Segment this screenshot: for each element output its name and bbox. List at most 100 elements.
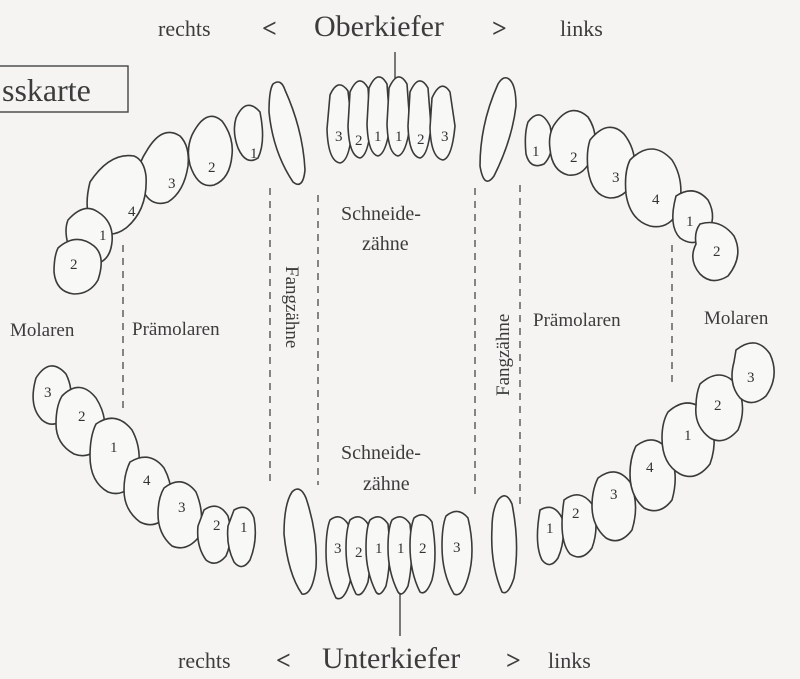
premolars-right-label: Prämolaren	[132, 319, 220, 340]
incisors-upper-label-2: zähne	[362, 233, 409, 255]
canines-left-label: Fangzähne	[493, 314, 514, 396]
upper-incisor-number: 1	[395, 129, 403, 145]
tooth	[591, 471, 637, 542]
incisors-lower-label-1: Schneide-	[341, 442, 421, 464]
lower-right-cheek-number: 1	[110, 440, 118, 456]
lower-left-canine	[490, 495, 518, 594]
lower-right-cheek-number: 4	[143, 473, 151, 489]
upper-incisors: 3 2 1 1 2 3	[326, 76, 456, 164]
upper-incisor-number: 1	[374, 129, 382, 145]
upper-incisor-number: 2	[355, 133, 363, 149]
tooth	[233, 104, 264, 162]
lower-left-cheek-number: 3	[610, 487, 618, 503]
tooth	[226, 506, 257, 568]
upper-left-canine	[479, 76, 517, 182]
lower-right-label: rechts	[178, 648, 231, 673]
upper-right-label: rechts	[158, 16, 211, 41]
lower-jaw-title: Unterkiefer	[322, 642, 460, 675]
tooth	[157, 481, 203, 549]
premolars-left-label: Prämolaren	[533, 310, 621, 331]
lower-left-cheek-number: 3	[747, 370, 755, 386]
tooth	[441, 510, 473, 596]
upper-arrow-right: >	[492, 14, 507, 43]
upper-incisor-number: 2	[417, 132, 425, 148]
lower-arrow-left: <	[276, 646, 291, 675]
lower-incisor-number: 3	[334, 541, 342, 557]
upper-incisor-number: 3	[335, 129, 343, 145]
title-box	[0, 65, 129, 113]
tooth	[548, 109, 596, 176]
upper-left-cheek-number: 1	[532, 144, 540, 160]
tooth	[387, 516, 413, 595]
tooth	[524, 114, 553, 167]
lower-left-cheek-number: 1	[546, 521, 554, 537]
upper-right-cheek-number: 2	[208, 160, 216, 176]
upper-right-cheek-teeth: 2 1 4 3 2 1	[53, 104, 264, 295]
lower-right-cheek-number: 2	[213, 518, 221, 534]
tooth	[365, 516, 391, 595]
tooth	[366, 76, 391, 157]
tooth	[624, 148, 682, 228]
lower-right-cheek-number: 2	[78, 409, 86, 425]
tooth	[345, 516, 371, 596]
upper-left-cheek-number: 2	[713, 244, 721, 260]
tooth	[731, 342, 775, 404]
upper-left-cheek-teeth: 1 2 3 4 1 2	[524, 109, 739, 282]
lower-left-cheek-number: 2	[572, 506, 580, 522]
molars-left-label: Molaren	[704, 308, 769, 329]
lower-right-cheek-number: 3	[44, 385, 52, 401]
tooth	[407, 80, 432, 159]
lower-left-cheek-teeth: 1 2 3 4 1 2 3	[536, 342, 775, 566]
molars-right-label: Molaren	[10, 320, 75, 341]
lower-incisor-number: 3	[453, 540, 461, 556]
tooth	[347, 80, 372, 159]
lower-left-cheek-number: 4	[646, 460, 654, 476]
lower-incisor-number: 1	[375, 541, 383, 557]
upper-left-cheek-number: 2	[570, 150, 578, 166]
upper-left-cheek-number: 1	[686, 214, 694, 230]
lower-incisors: 3 2 1 1 2 3	[325, 510, 473, 600]
tooth	[536, 506, 565, 566]
tooth	[326, 84, 353, 164]
upper-right-cheek-number: 3	[168, 176, 176, 192]
lower-right-cheek-teeth: 3 2 1 4 3 2 1	[32, 365, 257, 568]
tooth	[325, 516, 353, 600]
tooth	[187, 115, 234, 187]
upper-left-label: links	[560, 16, 603, 41]
title-fragment: sskarte	[2, 72, 91, 108]
tooth	[561, 494, 597, 558]
incisors-upper-label-1: Schneide-	[341, 203, 421, 225]
upper-jaw-title: Oberkiefer	[314, 10, 444, 43]
lower-left-cheek-number: 1	[684, 428, 692, 444]
lower-left-label: links	[548, 648, 591, 673]
upper-arrow-left: <	[262, 14, 277, 43]
tooth	[429, 85, 456, 161]
tooth	[386, 76, 411, 157]
tooth	[409, 514, 436, 594]
upper-right-cheek-number: 4	[128, 204, 136, 220]
upper-left-cheek-number: 3	[612, 170, 620, 186]
upper-right-cheek-number: 1	[250, 146, 258, 162]
canines-right-label: Fangzähne	[281, 266, 302, 348]
lower-incisor-number: 1	[397, 541, 405, 557]
upper-incisor-number: 3	[441, 129, 449, 145]
upper-right-canine	[268, 81, 306, 186]
tooth	[586, 126, 636, 199]
lower-incisor-number: 2	[419, 541, 427, 557]
tooth	[692, 221, 739, 282]
incisors-lower-label-2: zähne	[363, 473, 410, 495]
lower-right-canine	[283, 488, 318, 595]
upper-right-cheek-number: 2	[70, 257, 78, 273]
tooth	[196, 505, 232, 564]
upper-right-cheek-number: 1	[99, 228, 107, 244]
tooth	[53, 238, 102, 295]
tooth	[138, 131, 190, 205]
lower-right-cheek-number: 1	[240, 520, 248, 536]
lower-left-cheek-number: 2	[714, 398, 722, 414]
upper-left-cheek-number: 4	[652, 192, 660, 208]
lower-right-cheek-number: 3	[178, 500, 186, 516]
lower-arrow-right: >	[506, 646, 521, 675]
lower-incisor-number: 2	[355, 545, 363, 561]
